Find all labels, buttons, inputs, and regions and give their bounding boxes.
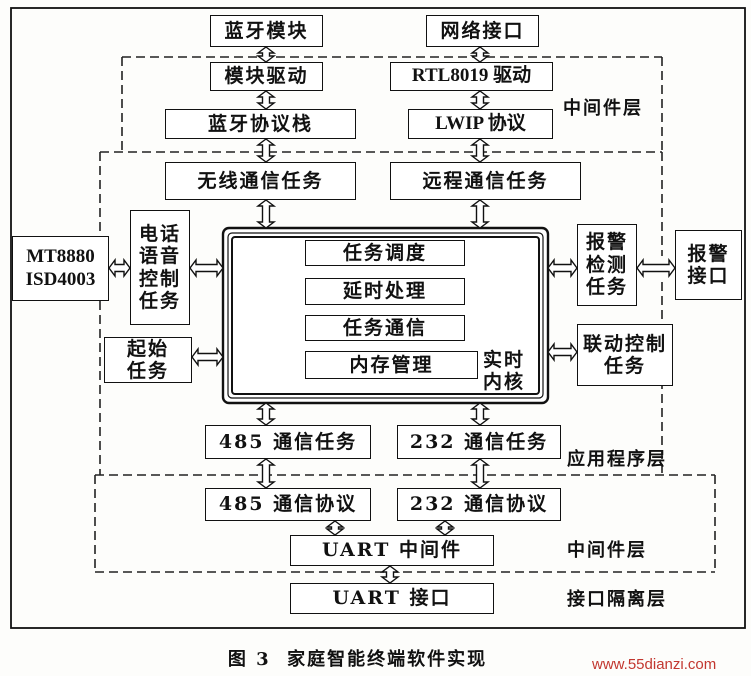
arrow-remote-task-kernel [469,199,491,229]
network-interface-label: 网络接口 [440,19,525,42]
linkage-task-line-2: 任务 [603,355,646,377]
arrow-kernel-alarm-detect [547,257,578,279]
watermark: www.55dianzi.com [592,656,717,673]
alarm-detect-line-1: 报警 [585,231,628,254]
uart-interface-label: UART 接口 [332,587,452,610]
rs485-task-box: 485 通信任务 [205,425,371,459]
rs485-protocol-box: 485 通信协议 [205,488,371,521]
bluetooth-module-label: 蓝牙模块 [224,19,309,42]
phone-task-line-3: 控制 [138,267,181,290]
uart-interface-box: UART 接口 [290,583,494,614]
uart-middleware-label: UART 中间件 [322,539,462,562]
arrow-wireless-task-kernel [255,199,277,229]
arrow-kernel-linkage-task [547,341,578,363]
arrow-net-if-rtl-driver [469,46,491,63]
figure-caption: 图 3 家庭智能终端软件实现 [227,649,488,670]
rs485-task-label: 485 通信任务 [218,430,358,453]
start-task-box: 起始 任务 [104,337,192,383]
linkage-task-line-1: 联动控制 [582,332,667,355]
rtl-driver-label: RTL8019 驱动 [411,65,532,87]
lwip-label: LWIP 协议 [435,112,526,134]
phone-task-line-2: 语音 [138,245,181,268]
kernel-frame-middle [227,232,544,399]
kernel-scheduling-label: 任务调度 [342,241,427,264]
arrow-bt-stack-wireless-task [255,138,277,163]
alarm-detect-line-3: 任务 [585,276,628,299]
kernel-title: 实时 内核 [483,349,526,394]
rs232-task-box: 232 通信任务 [397,425,561,459]
arrow-rs485-protocol-uart-middleware [324,520,346,536]
phone-device-box: MT8880 ISD4003 [12,236,109,301]
outer-frame [10,7,746,629]
arrow-uart-middleware-interface [379,565,401,584]
phone-device-line-2: ISD4003 [25,268,96,290]
kernel-scheduling-box: 任务调度 [305,240,465,266]
arrow-bt-module-driver [255,46,277,63]
kernel-communication-label: 任务通信 [342,316,427,339]
middleware-bottom-layer-label: 中间件层 [567,540,647,561]
kernel-title-line-2: 内核 [483,370,526,393]
alarm-interface-box: 报警 接口 [675,230,742,300]
arrow-rs232-protocol-uart-middleware [434,520,456,536]
app-layer-label: 应用程序层 [567,449,667,470]
module-driver-label: 模块驱动 [224,65,309,88]
rs232-protocol-label: 232 通信协议 [409,493,549,516]
bt-stack-box: 蓝牙协议栈 [165,109,356,139]
start-task-line-2: 任务 [126,360,169,382]
kernel-delay-label: 延时处理 [342,280,427,303]
kernel-delay-box: 延时处理 [305,278,465,305]
kernel-title-line-1: 实时 [483,349,526,371]
phone-device-line-1: MT8880 [26,246,95,268]
alarm-interface-line-1: 报警 [687,242,730,265]
uart-middleware-box: UART 中间件 [290,535,494,566]
alarm-interface-line-2: 接口 [687,265,730,287]
bt-stack-label: 蓝牙协议栈 [207,112,313,135]
kernel-memory-box: 内存管理 [305,351,478,379]
arrow-kernel-rs232-task [469,402,491,426]
bluetooth-module-box: 蓝牙模块 [210,15,323,47]
alarm-detect-box: 报警 检测 任务 [577,224,637,306]
wireless-task-box: 无线通信任务 [165,162,356,200]
arrow-rs485-task-protocol [255,458,277,489]
interface-layer-label: 接口隔离层 [567,589,667,610]
phone-task-line-1: 电话 [138,222,181,245]
linkage-task-box: 联动控制 任务 [577,324,673,386]
arrow-rtl-driver-lwip [469,90,491,110]
arrow-rs232-task-protocol [469,458,491,489]
wireless-task-label: 无线通信任务 [197,169,324,192]
arrow-alarm-detect-alarm-interface [636,257,676,279]
alarm-detect-line-2: 检测 [585,253,628,276]
arrow-kernel-rs485-task [255,402,277,426]
phone-task-line-4: 任务 [138,289,181,312]
rs232-protocol-box: 232 通信协议 [397,488,561,521]
rs232-task-label: 232 通信任务 [409,430,549,453]
lwip-box: LWIP 协议 [408,109,553,139]
kernel-communication-box: 任务通信 [305,315,465,341]
phone-task-box: 电话 语音 控制 任务 [130,210,190,325]
middleware-top-layer-label: 中间件层 [563,98,643,119]
arrow-phone-device-phone-task [108,257,131,279]
rtl-driver-box: RTL8019 驱动 [390,62,553,91]
kernel-frame-inner [231,236,540,395]
arrow-start-task-kernel [191,346,224,368]
start-task-line-1: 起始 [126,337,169,360]
remote-task-label: 远程通信任务 [422,169,549,192]
kernel-memory-label: 内存管理 [349,353,434,376]
module-driver-box: 模块驱动 [210,62,323,91]
arrow-lwip-remote-task [469,138,491,163]
arrow-phone-task-kernel [189,257,224,279]
arrow-driver-bt-stack [255,90,277,110]
remote-task-box: 远程通信任务 [390,162,581,200]
network-interface-box: 网络接口 [426,15,539,47]
rs485-protocol-label: 485 通信协议 [218,493,358,516]
